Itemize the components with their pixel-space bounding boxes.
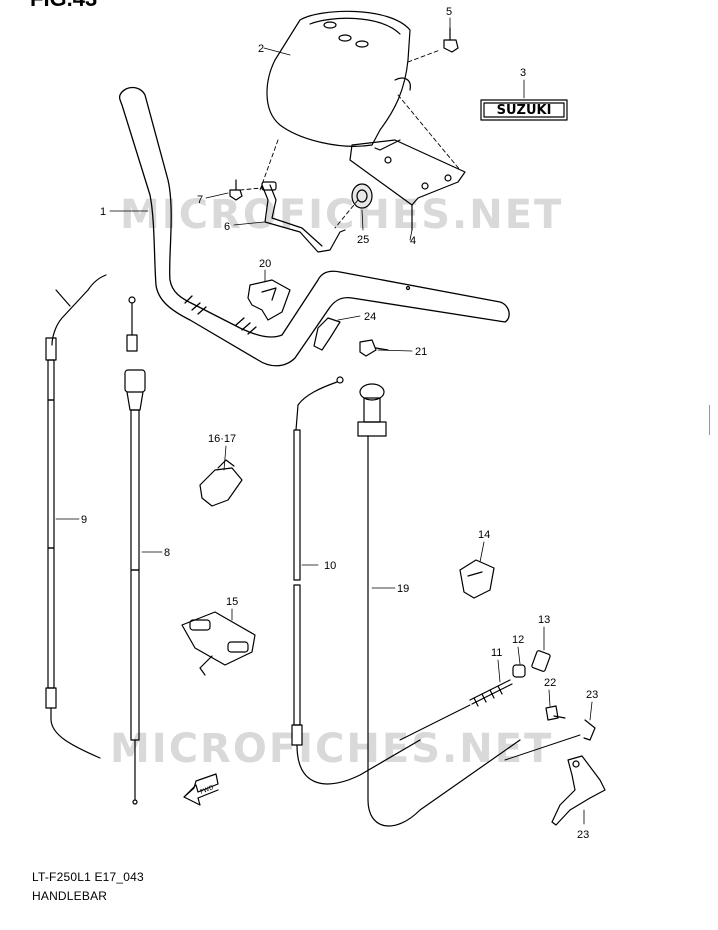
- callout-20: 21: [415, 346, 427, 358]
- callout-16-17: 16·17: [208, 433, 236, 445]
- grommet-part: [351, 183, 373, 209]
- callout-1: 1: [100, 206, 106, 218]
- callout-21: 22: [544, 677, 556, 689]
- adjuster-13-part: [531, 650, 551, 672]
- model-code: LT-F250L1 E17_043: [32, 870, 144, 884]
- callout-25: 25: [357, 234, 369, 246]
- handlebar-part: [118, 86, 510, 367]
- callout-4: 4: [410, 235, 416, 247]
- bolt-5-part: [443, 27, 459, 53]
- forward-arrow-icon: [183, 773, 219, 806]
- callout-22: 23: [586, 689, 598, 701]
- bolt-20-part: [359, 339, 389, 357]
- callout-2: 2: [258, 43, 264, 55]
- watermark-top: MICROFICHES.NET: [120, 192, 563, 238]
- callout-12: 12: [512, 634, 524, 646]
- holder-part: [261, 181, 346, 253]
- bolt-21-part: [545, 705, 566, 721]
- cable-10-part: [291, 376, 421, 785]
- handlebar-cover-part: [266, 10, 411, 147]
- bracket-24-part: [313, 317, 341, 351]
- watermark-bottom: MICROFICHES.NET: [110, 726, 553, 772]
- callout-3: 3: [520, 67, 526, 79]
- clamp-19-part: [247, 279, 291, 321]
- callout-9: 9: [81, 514, 87, 526]
- clip-16-17-part: [199, 459, 243, 507]
- forward-arrow-label: FWD: [199, 784, 215, 796]
- section-name: HANDLEBAR: [32, 889, 108, 903]
- callout-6: 6: [224, 221, 230, 233]
- callout-13: 13: [538, 614, 550, 626]
- callout-23: 23: [577, 829, 589, 841]
- callout-19: 20: [259, 258, 271, 270]
- bracket-part: [349, 139, 466, 231]
- spring-11-part: [469, 679, 513, 707]
- callout-11: 11: [491, 647, 502, 659]
- bracket-15-part: [181, 611, 256, 676]
- nut-12-part: [512, 664, 526, 678]
- brand-badge-text: SUZUKI: [497, 103, 552, 118]
- callout-8: 8: [164, 547, 170, 559]
- lever-23-part: [551, 755, 606, 826]
- callout-10: 10: [324, 560, 336, 572]
- callout-7: 7: [197, 194, 203, 206]
- callout-15: 15: [226, 596, 238, 608]
- clip-14-part: [459, 559, 495, 599]
- brand-badge-part: [480, 99, 568, 121]
- clip-22-part: [583, 719, 596, 741]
- choke-cable-18-part: [357, 383, 521, 827]
- brake-cable-8-part: [124, 296, 146, 805]
- callout-5: 5: [446, 6, 452, 18]
- throttle-cable-9-part: [45, 274, 107, 759]
- screw-7-part: [229, 179, 243, 201]
- callout-24: 24: [364, 311, 376, 323]
- figure-label: FIG.43: [30, 0, 97, 12]
- callout-14: 14: [478, 529, 490, 541]
- callout-18: 19: [397, 583, 409, 595]
- page-edge-marker: [709, 405, 718, 435]
